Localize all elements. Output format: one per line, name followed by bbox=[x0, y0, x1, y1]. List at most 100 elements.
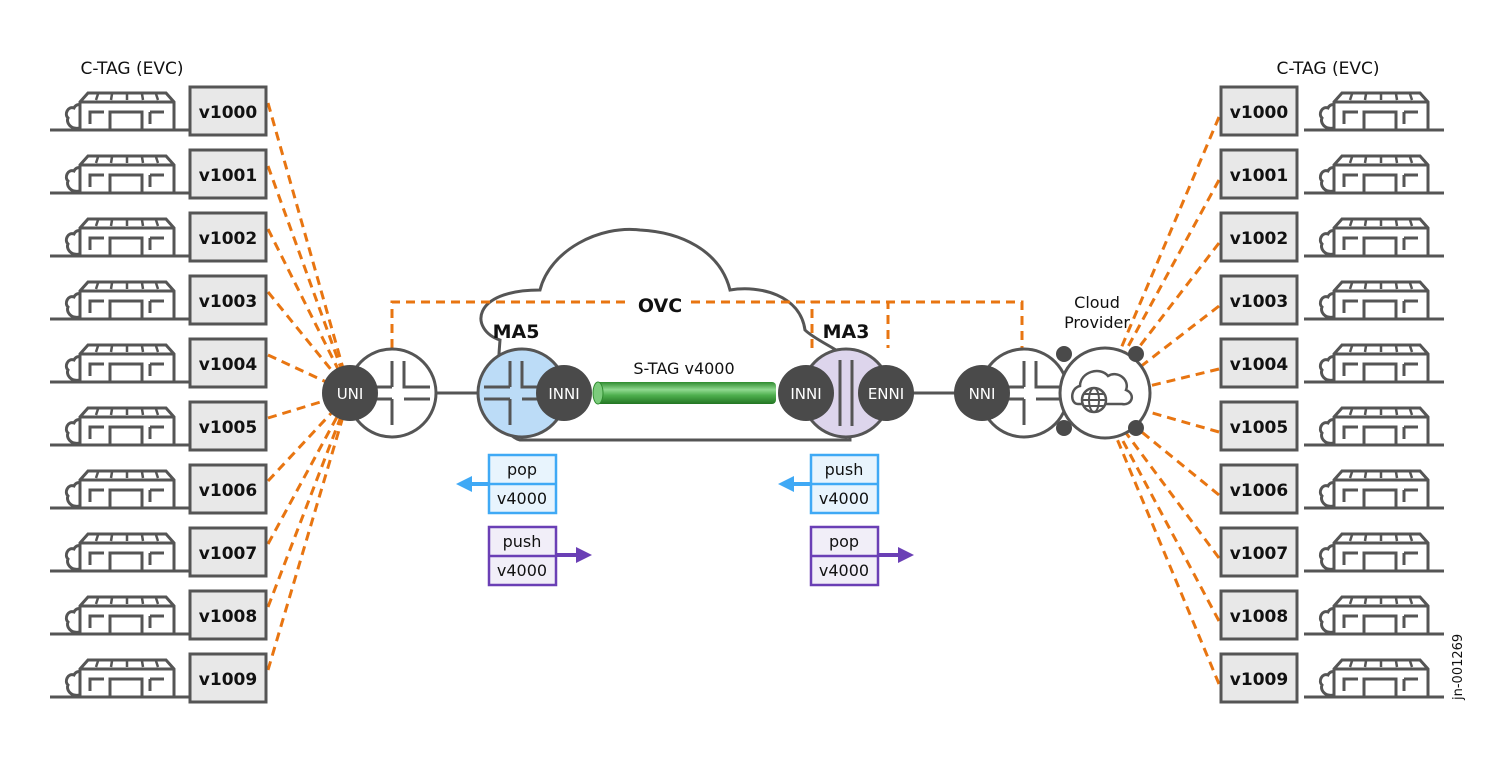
svg-text:push: push bbox=[503, 532, 542, 551]
building-icon bbox=[48, 280, 192, 321]
enni-port: ENNI bbox=[868, 385, 904, 403]
evc-link bbox=[1098, 242, 1221, 399]
ctag-label: v1008 bbox=[199, 607, 257, 627]
ovc-label: OVC bbox=[638, 295, 682, 317]
right-site: v1006 bbox=[1219, 463, 1446, 515]
cloud-provider-label-1: Cloud bbox=[1074, 293, 1120, 312]
right-site: v1007 bbox=[1219, 526, 1446, 578]
svg-text:pop: pop bbox=[829, 532, 859, 551]
building-icon bbox=[48, 154, 192, 195]
evc-link bbox=[266, 102, 352, 394]
evc-link bbox=[1098, 116, 1221, 399]
ctag-label: v1008 bbox=[1230, 607, 1288, 627]
evc-link bbox=[266, 392, 352, 545]
ctag-box[interactable] bbox=[188, 589, 268, 641]
ctag-box[interactable] bbox=[1219, 211, 1299, 263]
ctag-label: v1000 bbox=[1230, 103, 1289, 123]
ctag-box[interactable] bbox=[1219, 463, 1299, 515]
building-icon bbox=[48, 217, 192, 258]
globe-icon bbox=[1080, 386, 1108, 414]
ctag-box[interactable] bbox=[188, 211, 268, 263]
ctag-box[interactable] bbox=[188, 652, 268, 704]
ctag-box[interactable] bbox=[1219, 589, 1299, 641]
ctag-box[interactable] bbox=[1219, 652, 1299, 704]
building-icon bbox=[1302, 469, 1446, 510]
evc-link bbox=[266, 392, 352, 608]
building-icon bbox=[1302, 280, 1446, 321]
left-ctag-header: C-TAG (EVC) bbox=[81, 59, 184, 79]
svg-text:v4000: v4000 bbox=[819, 489, 869, 508]
ma3-push-operation: push v4000 bbox=[778, 453, 880, 515]
ma3-boundary bbox=[810, 300, 890, 348]
left-site: v1005 bbox=[48, 400, 268, 452]
building-icon bbox=[48, 406, 192, 447]
ma3-router[interactable]: INNI ENNI bbox=[778, 347, 914, 439]
left-site: v1008 bbox=[48, 589, 268, 641]
ctag-label: v1002 bbox=[199, 229, 257, 249]
ctag-label: v1001 bbox=[199, 166, 257, 186]
ctag-label: v1007 bbox=[199, 544, 257, 564]
cloud-provider-label-2: Provider bbox=[1064, 313, 1130, 332]
ctag-box[interactable] bbox=[1219, 526, 1299, 578]
svg-text:pop: pop bbox=[507, 460, 537, 479]
ctag-box[interactable] bbox=[188, 400, 268, 452]
evc-link bbox=[1098, 179, 1221, 399]
ma5-router[interactable]: INNI bbox=[476, 347, 592, 439]
ctag-box[interactable] bbox=[188, 148, 268, 200]
ma5-pop-operation: pop v4000 bbox=[456, 453, 558, 515]
building-icon bbox=[1302, 154, 1446, 195]
ctag-label: v1006 bbox=[1230, 481, 1288, 501]
building-icon bbox=[48, 532, 192, 573]
ctag-label: v1002 bbox=[1230, 229, 1288, 249]
ctag-label: v1004 bbox=[1230, 355, 1289, 375]
uni-port: UNI bbox=[337, 385, 364, 403]
ctag-box[interactable] bbox=[188, 274, 268, 326]
ctag-box[interactable] bbox=[1219, 400, 1299, 452]
ma3-label: MA3 bbox=[823, 321, 870, 343]
ctag-box[interactable] bbox=[1219, 337, 1299, 389]
building-icon bbox=[48, 595, 192, 636]
ma5-push-operation: push v4000 bbox=[487, 525, 592, 587]
svg-text:v4000: v4000 bbox=[819, 561, 869, 580]
left-site: v1003 bbox=[48, 274, 268, 326]
ctag-label: v1009 bbox=[199, 670, 257, 690]
building-icon bbox=[1302, 406, 1446, 447]
ctag-box[interactable] bbox=[1219, 274, 1299, 326]
ctag-box[interactable] bbox=[188, 85, 268, 137]
evc-link bbox=[266, 228, 352, 394]
left-site: v1004 bbox=[48, 337, 268, 389]
left-site: v1009 bbox=[48, 652, 268, 704]
ctag-label: v1003 bbox=[199, 292, 257, 312]
inni-right-port: INNI bbox=[790, 385, 821, 403]
building-icon bbox=[1302, 343, 1446, 384]
ctag-box[interactable] bbox=[188, 526, 268, 578]
figure-id: jn-001269 bbox=[1451, 634, 1466, 701]
right-site: v1005 bbox=[1219, 400, 1446, 452]
evc-link bbox=[1098, 397, 1221, 685]
building-icon bbox=[1302, 532, 1446, 573]
building-icon bbox=[48, 91, 192, 132]
left-evc-links bbox=[266, 102, 352, 671]
ctag-box[interactable] bbox=[188, 463, 268, 515]
building-icon bbox=[1302, 91, 1446, 132]
ctag-box[interactable] bbox=[1219, 85, 1299, 137]
right-site: v1001 bbox=[1219, 148, 1446, 200]
right-site: v1004 bbox=[1219, 337, 1446, 389]
ma3-pop-operation: pop v4000 bbox=[809, 525, 914, 587]
ctag-label: v1000 bbox=[199, 103, 258, 123]
building-icon bbox=[1302, 658, 1446, 699]
ovc-boundary bbox=[390, 300, 1024, 348]
ctag-label: v1004 bbox=[199, 355, 258, 375]
nni-router[interactable]: NNI bbox=[954, 347, 1070, 439]
ma5-label: MA5 bbox=[493, 321, 540, 343]
ctag-box[interactable] bbox=[1219, 148, 1299, 200]
evc-link bbox=[266, 165, 352, 394]
right-site: v1000 bbox=[1219, 85, 1446, 137]
uni-router[interactable]: UNI bbox=[322, 347, 438, 439]
left-site: v1000 bbox=[48, 85, 268, 137]
building-icon bbox=[1302, 217, 1446, 258]
svg-text:v4000: v4000 bbox=[497, 561, 547, 580]
cloud-provider[interactable] bbox=[1056, 346, 1152, 440]
ctag-box[interactable] bbox=[188, 337, 268, 389]
